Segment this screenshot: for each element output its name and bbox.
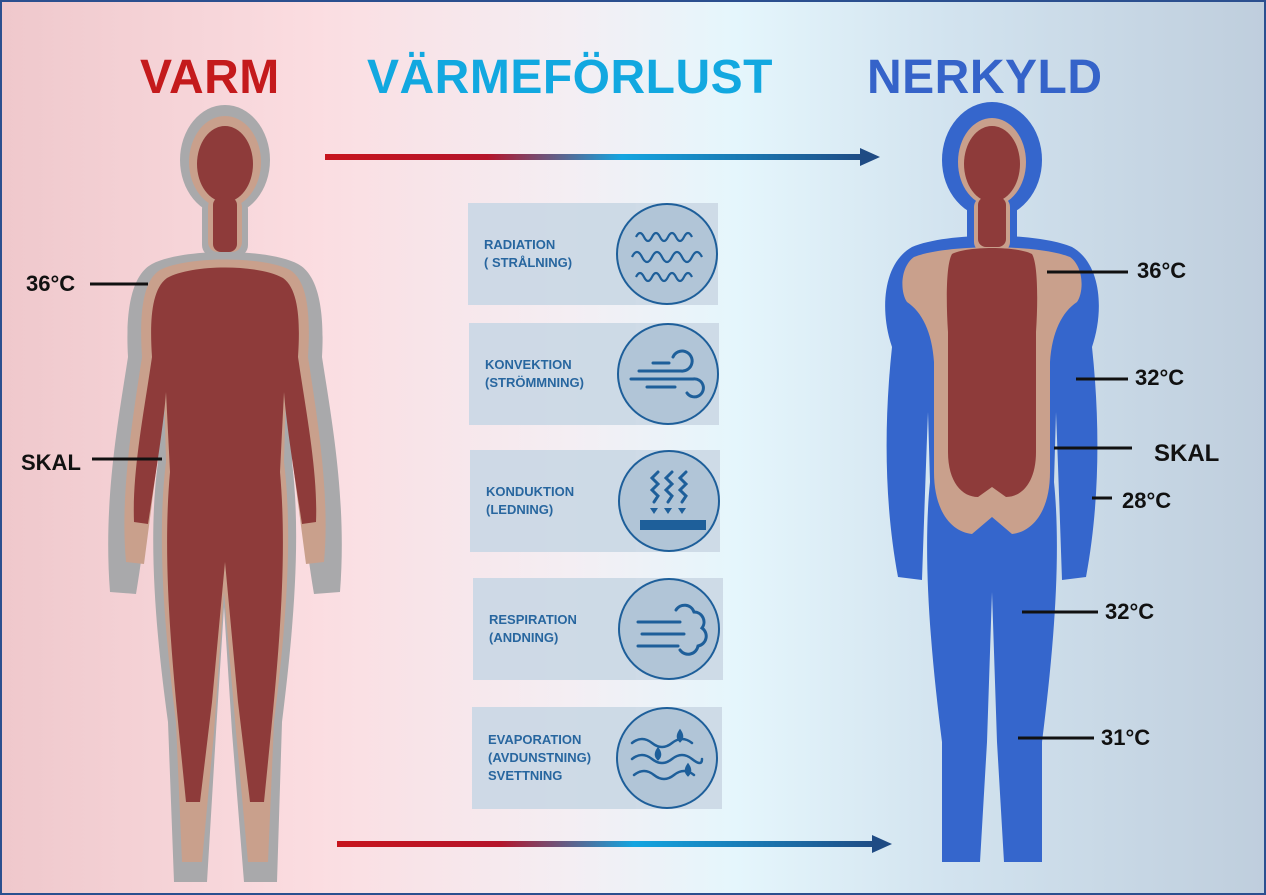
cold-arm-temp-label: 32°C [1135, 365, 1185, 390]
mechanism-translation: ( STRÅLNING) [484, 255, 573, 270]
mechanism-name: RADIATION [484, 237, 556, 252]
cold-body-core [946, 126, 1038, 497]
radiation-waves-icon [616, 203, 718, 305]
cold-thigh-temp-label: 32°C [1105, 599, 1155, 624]
mechanism-name: RESPIRATION [489, 612, 577, 627]
mechanism-extra: SVETTNING [488, 768, 563, 783]
mechanism-name: EVAPORATION [488, 732, 582, 747]
wind-icon [617, 323, 719, 425]
cold-calf-temp-label: 31°C [1101, 725, 1151, 750]
title-heat-loss: VÄRMEFÖRLUST [367, 51, 773, 104]
warm-core-temp-label: 36°C [26, 271, 76, 296]
mechanism-translation: (STRÖMMNING) [485, 375, 584, 390]
cold-hand-temp-label: 28°C [1122, 488, 1172, 513]
top-arrow [325, 148, 880, 166]
mechanism-translation: (LEDNING) [486, 502, 554, 517]
warm-body [90, 105, 342, 882]
mechanism-name: KONDUKTION [486, 484, 575, 499]
title-warm: VARM [140, 51, 280, 104]
cold-core-temp-label: 36°C [1137, 258, 1187, 283]
title-cold: NERKYLD [867, 51, 1103, 104]
warm-body-core [133, 126, 317, 802]
evaporation-drops-icon [616, 707, 718, 809]
bottom-arrow [337, 835, 892, 853]
warm-shell-label: SKAL [21, 450, 81, 475]
mechanism-translation: (ANDNING) [489, 630, 559, 645]
cold-body [885, 102, 1132, 862]
cold-shell-label: SKAL [1154, 440, 1220, 467]
mechanism-translation: (AVDUNSTNING) [488, 750, 592, 765]
breath-cloud-icon [618, 578, 720, 680]
mechanism-name: KONVEKTION [485, 357, 572, 372]
conduction-icon [618, 450, 720, 552]
